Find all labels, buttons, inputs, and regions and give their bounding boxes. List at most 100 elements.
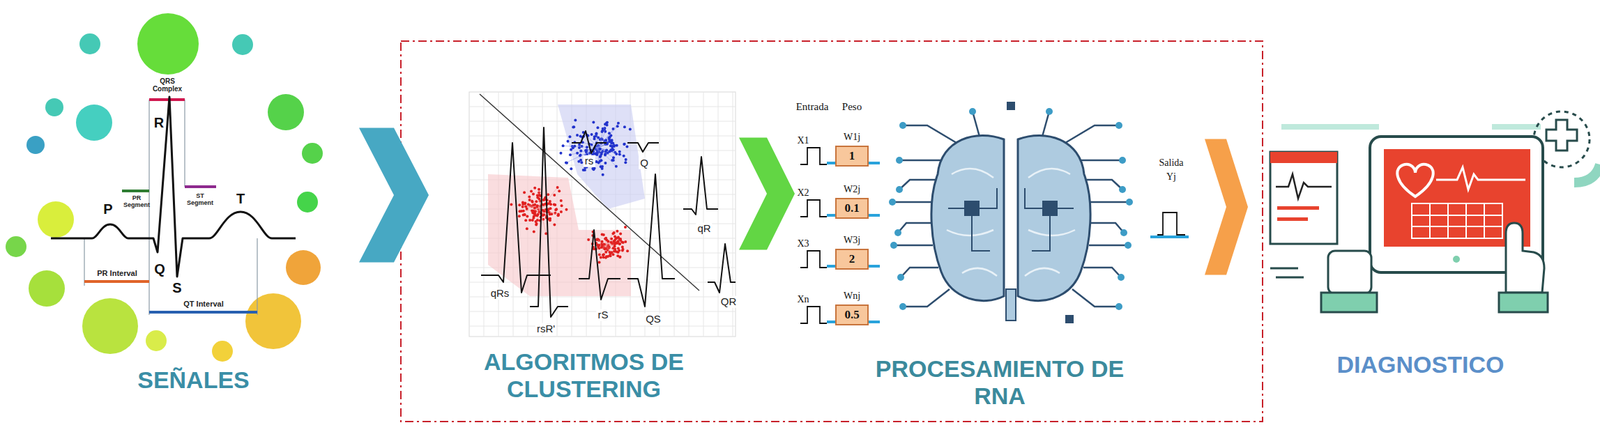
cluster-point [625,145,629,148]
circuit-node [899,122,907,129]
output-signal [1157,212,1186,235]
ecg-circles [137,13,199,75]
cluster-point [605,255,608,258]
diagnosis-tablet [1436,167,1526,190]
cluster-point [615,144,619,148]
cluster-point [590,133,594,136]
cluster-point [573,119,577,123]
cluster-point [548,200,552,203]
signal-wires [826,264,836,268]
output-signal [1150,212,1189,238]
cluster-point [594,131,598,135]
ecg-complexes [627,174,675,307]
diagnosis-tablet [1447,203,1449,239]
cluster-point [591,167,594,171]
ecg-circles [28,270,65,307]
cluster-point [566,140,570,143]
cluster-point [593,137,597,141]
ecg-circles [285,250,321,286]
cluster-point [603,161,607,165]
cluster-point [618,150,622,154]
circuit-trace [1083,267,1122,278]
cluster-point [517,203,521,207]
cluster-label: qR [695,223,712,235]
circuit-trace [1086,179,1123,190]
ecg-complexes [529,127,569,318]
cluster-point [522,191,526,194]
network-label: W1j [843,131,861,143]
cluster-point [607,139,611,143]
output-signal [1150,235,1189,239]
circuit-trace [899,159,942,162]
cluster-point [577,143,581,147]
cluster-point [557,213,560,217]
diagnosis-tablet [1270,151,1338,245]
cluster-point [609,241,613,245]
circuit-trace [1080,159,1123,162]
circuit-node [1118,156,1126,164]
diagnosis-tablet [1483,203,1485,239]
diagnosis-tablet [1270,111,1600,313]
weight-box: 1 [835,145,869,167]
diagnosis-tablet [1277,206,1320,210]
diagnosis-tablet [1505,223,1545,293]
cluster-point [528,198,532,202]
diagnosis-tablet [1275,276,1304,279]
cluster-point [587,238,590,242]
cluster-point [548,217,552,221]
cluster-point [568,135,571,139]
cluster-point [603,237,607,241]
cluster-point [600,240,604,244]
ecg-label: PR Interval [96,269,137,278]
ecg-complexes [578,230,621,300]
ecg-circles [267,94,304,131]
cluster-point [598,159,602,163]
cluster-point [600,130,604,134]
ecg-guide-lines [256,238,258,316]
cluster-point [624,158,628,162]
ecg-circles [82,298,139,355]
cluster-label: QS [644,313,663,326]
ecg-waveform [50,96,296,277]
ecg-circles [245,293,302,350]
plot-grid [659,92,661,337]
cluster-point [595,238,599,242]
cluster-point [596,136,600,140]
signal-wires [868,161,880,165]
cluster-point [600,151,604,155]
cluster-link [598,124,606,148]
circuit-trace [1091,223,1124,233]
circuit-node [1118,186,1126,194]
network-label: W3j [843,234,861,246]
cluster-point [528,218,532,222]
cluster-link [538,199,541,210]
brain-circuit [1024,188,1043,209]
ecg-circles [232,34,254,56]
cluster-point [577,146,581,150]
circuit-trace [902,125,957,143]
diagnosis-tablet [1574,164,1600,183]
ecg-circles [79,33,101,55]
weight-box: 2 [835,248,869,270]
cluster-point [618,153,622,157]
cluster-point [609,254,613,258]
weight-value: 2 [849,252,856,267]
diagnosis-tablet [1452,255,1460,263]
cluster-point [532,210,536,214]
plot-grid [469,92,736,337]
diagnosis-tablet [1411,203,1503,239]
circuit-trace [1072,289,1119,307]
circuit-trace [893,244,933,247]
cluster-point [554,207,558,211]
brain-circuit [979,188,997,209]
cluster-point [603,122,607,126]
cluster-point [529,189,533,193]
brain-circuit [1028,168,1071,178]
cluster-point [534,214,537,217]
network-label: W2j [843,184,861,195]
cluster-point [509,202,513,206]
circuit-node [1117,273,1125,281]
circuit-trace [902,289,950,307]
cluster-point [537,197,541,201]
cluster-label: rs [583,155,596,168]
